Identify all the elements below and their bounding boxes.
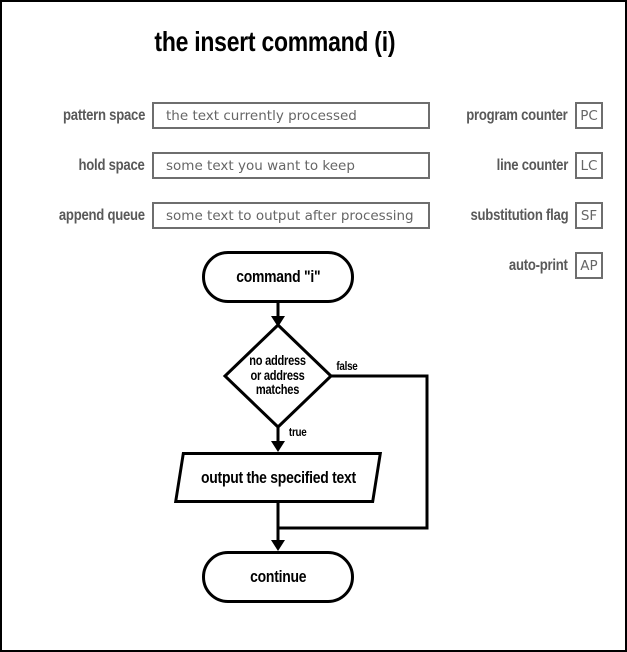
substitution-flag-abbr: SF <box>580 207 598 224</box>
hold-space-label: hold space <box>78 156 145 174</box>
substitution-flag-label: substitution flag <box>470 206 568 224</box>
true-branch-label: true <box>288 425 307 439</box>
false-branch-label: false <box>336 359 358 373</box>
page-title: the insert command (i) <box>2 26 547 58</box>
pattern-space-field: the text currently processed <box>152 102 430 129</box>
auto-print-label: auto-print <box>509 256 568 274</box>
decision-node-label: no address or address matches <box>249 353 307 397</box>
pattern-space-label: pattern space <box>62 106 145 124</box>
program-counter-box: PC <box>575 102 603 129</box>
process-node-label: output the specified text <box>200 467 356 487</box>
flowchart-end-node: continue <box>202 551 354 603</box>
append-queue-field: some text to output after processing <box>152 202 430 229</box>
arrowhead-into-decision <box>271 316 285 327</box>
pattern-space-value: the text currently processed <box>166 107 357 124</box>
program-counter-abbr: PC <box>580 107 598 124</box>
arrowhead-into-process <box>271 441 285 452</box>
auto-print-abbr: AP <box>580 257 598 274</box>
line-counter-abbr: LC <box>580 157 598 174</box>
start-node-label: command "i" <box>235 267 321 286</box>
program-counter-label: program counter <box>466 106 569 124</box>
end-node-label: continue <box>249 567 307 586</box>
decision-diamond-shape <box>222 322 334 430</box>
hold-space-field: some text you want to keep <box>152 152 430 179</box>
arrowhead-into-end <box>271 540 285 551</box>
append-queue-label: append queue <box>59 206 145 224</box>
page-title-text: the insert command (i) <box>154 26 395 57</box>
flowchart-start-node: command "i" <box>202 251 354 303</box>
substitution-flag-box: SF <box>575 202 603 229</box>
line-counter-box: LC <box>575 152 603 179</box>
auto-print-box: AP <box>575 252 603 279</box>
hold-space-value: some text you want to keep <box>166 157 355 174</box>
line-counter-label: line counter <box>496 156 569 174</box>
append-queue-value: some text to output after processing <box>166 207 414 224</box>
